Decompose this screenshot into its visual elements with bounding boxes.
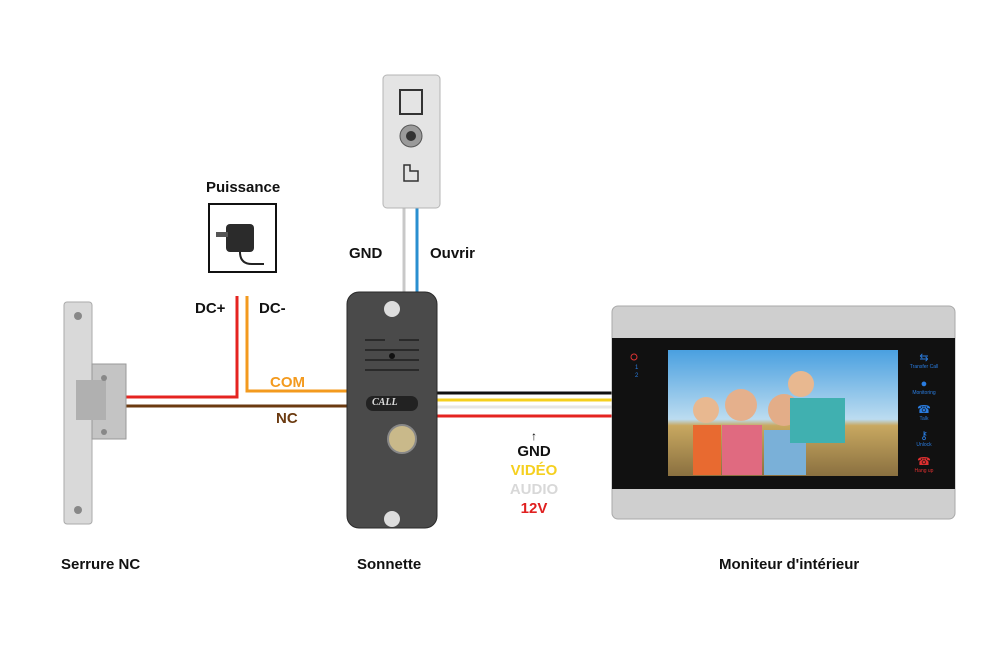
com-label: COM: [270, 374, 305, 391]
bus-legend-gnd: GND: [517, 443, 551, 460]
dc-plus-label: DC+: [195, 300, 226, 317]
indicator-1: 1: [635, 365, 639, 371]
hangup-icon: ☎: [917, 456, 931, 468]
phone-icon: ☎: [917, 404, 931, 416]
lock-label: Serrure NC: [61, 556, 141, 573]
bus-legend-video: VIDÉO: [510, 462, 558, 479]
monitor-indicators: 1 2: [635, 364, 638, 380]
indicator-2: 2: [635, 373, 639, 379]
wire-dc-minus: [245, 296, 350, 393]
exit-button: [382, 74, 441, 209]
hang-up-button[interactable]: ☎Hang up: [904, 456, 944, 474]
transfer-call-button[interactable]: ⇆Transfer Call: [904, 352, 944, 370]
wires: [125, 208, 612, 418]
button-label: Talk: [919, 416, 929, 422]
wire-dc-plus: [125, 296, 239, 399]
user-icon: ●: [920, 378, 928, 390]
button-label: Unlock: [916, 442, 932, 448]
bus-legend-12v: 12V: [520, 500, 548, 517]
power-adapter: [208, 203, 277, 273]
transfer-icon: ⇆: [919, 352, 929, 364]
bus-legend: ↑ GND VIDÉO AUDIO 12V: [509, 430, 559, 518]
indoor-monitor: [611, 305, 956, 520]
doorbell-label: Sonnette: [357, 556, 422, 573]
talk-button[interactable]: ☎Talk: [904, 404, 944, 422]
unlock-button[interactable]: ⚷Unlock: [904, 430, 944, 448]
nc-label: NC: [276, 410, 298, 427]
dc-minus-label: DC-: [259, 300, 286, 317]
monitor-label: Moniteur d'intérieur: [719, 556, 860, 573]
open-label: Ouvrir: [430, 245, 476, 262]
power-label: Puissance: [206, 179, 281, 196]
electric-lock: [63, 301, 127, 525]
button-label: Transfer Call: [909, 364, 939, 370]
doorbell-unit: [346, 291, 438, 529]
key-icon: ⚷: [919, 430, 929, 442]
button-label: Monitoring: [912, 390, 936, 396]
button-label: Hang up: [914, 468, 934, 474]
call-label: CALL: [372, 397, 398, 408]
bus-legend-audio: AUDIO: [509, 481, 559, 498]
monitoring-button[interactable]: ●Monitoring: [904, 378, 944, 396]
gnd-button-label: GND: [349, 245, 383, 262]
arrow-up-icon: ↑: [531, 429, 537, 443]
